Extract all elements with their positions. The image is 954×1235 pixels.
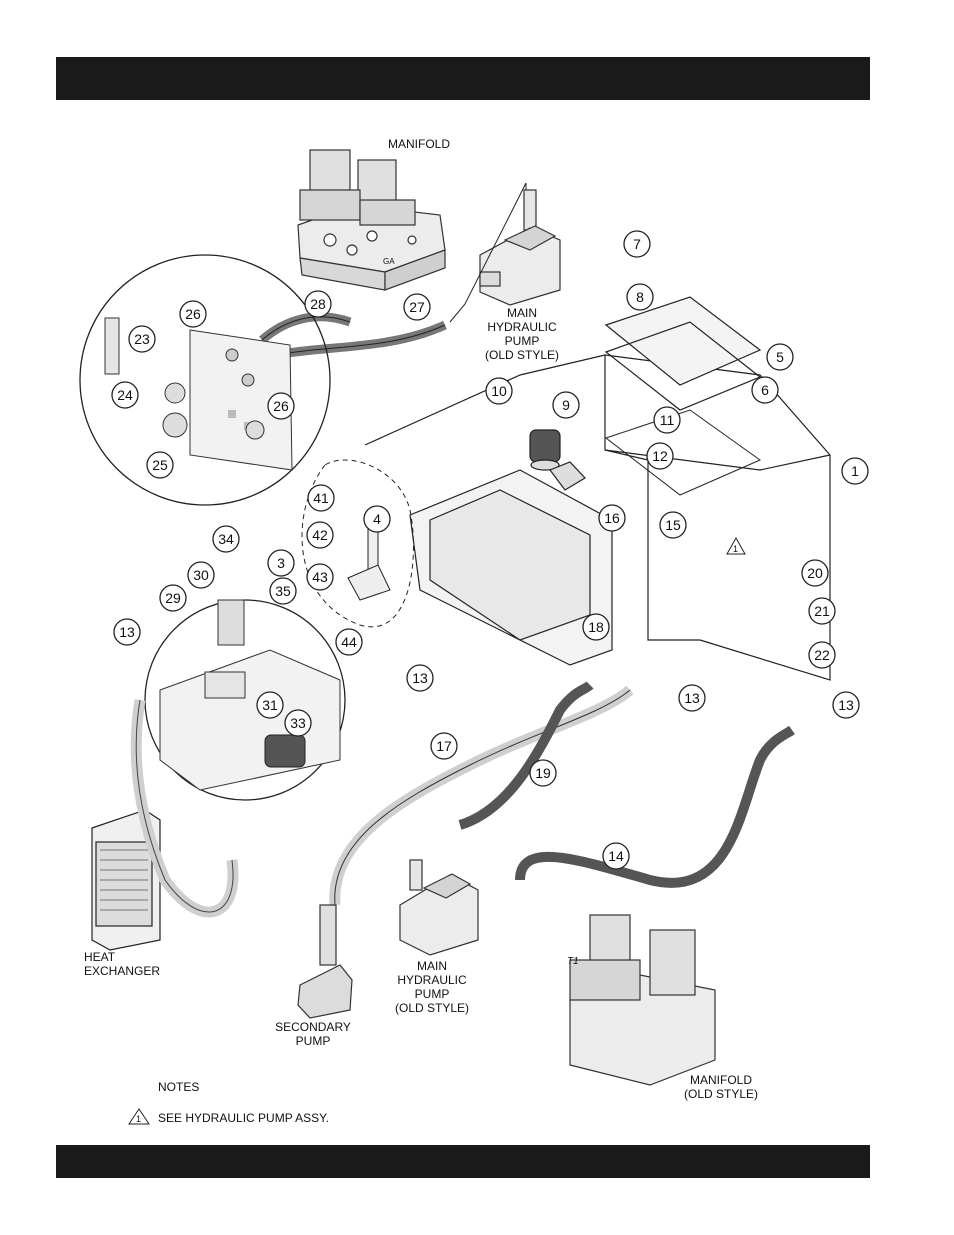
tank-gasket (606, 410, 760, 495)
callout-number: 19 (535, 765, 551, 781)
callout-number: 7 (633, 236, 641, 252)
callout-number: 14 (608, 848, 624, 864)
tank-tray (410, 470, 612, 665)
main-pump-bottom-label: MAIN HYDRAULIC PUMP (OLD STYLE) (395, 959, 469, 1015)
manifold-top-label: MANIFOLD (388, 137, 450, 151)
manifold-bottom-label: MANIFOLD (OLD STYLE) (684, 1073, 758, 1101)
callout-number: 18 (588, 619, 604, 635)
note-1-text: SEE HYDRAULIC PUMP ASSY. (158, 1111, 329, 1125)
svg-text:MANIFOLD: MANIFOLD (690, 1073, 752, 1087)
svg-text:HYDRAULIC: HYDRAULIC (487, 320, 557, 334)
callout-number: 21 (814, 603, 830, 619)
callout-number: 44 (341, 634, 357, 650)
main-pump-top-label: MAIN HYDRAULIC PUMP (OLD STYLE) (485, 306, 559, 362)
callout-number: 26 (185, 306, 201, 322)
svg-text:1: 1 (136, 1114, 141, 1124)
hose-28 (262, 317, 350, 340)
hose-14 (520, 730, 792, 883)
svg-text:PUMP: PUMP (505, 334, 540, 348)
callout-number: 31 (262, 697, 278, 713)
callout-number: 13 (838, 697, 854, 713)
svg-text:HEAT: HEAT (84, 950, 116, 964)
callout-number: 27 (409, 299, 425, 315)
callout-number: 25 (152, 457, 168, 473)
callout-number: 17 (436, 738, 452, 754)
callout-number: 33 (290, 715, 306, 731)
callout-number: 13 (119, 624, 135, 640)
callout-number: 20 (807, 565, 823, 581)
svg-text:(OLD STYLE): (OLD STYLE) (485, 348, 559, 362)
secondary-pump (298, 905, 352, 1018)
callout-number: 1 (851, 463, 859, 479)
svg-text:HYDRAULIC: HYDRAULIC (397, 973, 467, 987)
callout-number: 34 (218, 531, 234, 547)
callout-number: 26 (273, 398, 289, 414)
svg-text:MAIN: MAIN (417, 959, 447, 973)
callout-number: 6 (761, 382, 769, 398)
callout-number: 8 (636, 289, 644, 305)
manifold-top (298, 150, 445, 290)
callout-number: 41 (313, 490, 329, 506)
main-pump-bottom (400, 860, 478, 955)
part-4-bracket (348, 528, 390, 600)
filter-detail-circle (145, 600, 345, 800)
svg-text:(OLD STYLE): (OLD STYLE) (395, 1001, 469, 1015)
callout-number: 4 (373, 511, 381, 527)
port-ga-label: GA (383, 257, 395, 266)
callout-number: 22 (814, 647, 830, 663)
callout-number: 28 (310, 296, 326, 312)
callout-number: 13 (412, 670, 428, 686)
svg-text:MAIN: MAIN (507, 306, 537, 320)
callout-number: 30 (193, 567, 209, 583)
svg-text:PUMP: PUMP (296, 1034, 331, 1048)
hose-16 (335, 690, 630, 905)
gauge-detail-circle (80, 255, 330, 505)
callout-number: 43 (312, 569, 328, 585)
callout-number: 16 (604, 510, 620, 526)
callout-number: 15 (665, 517, 681, 533)
main-pump-top (480, 190, 560, 305)
svg-text:PUMP: PUMP (415, 987, 450, 1001)
hose-27 (275, 325, 445, 355)
heat-exchanger-label: HEAT EXCHANGER (84, 950, 160, 978)
callout-number: 24 (117, 387, 133, 403)
callout-number: 9 (562, 397, 570, 413)
tank-cover (606, 297, 760, 410)
callout-number: 42 (312, 527, 328, 543)
callout-number: 3 (277, 555, 285, 571)
callout-number: 23 (134, 331, 150, 347)
notes-heading: NOTES (158, 1080, 199, 1094)
callout-number: 12 (652, 448, 668, 464)
port-t1-label: T1 (567, 956, 579, 967)
callout-number: 11 (660, 412, 675, 428)
svg-text:1: 1 (733, 544, 738, 554)
svg-text:EXCHANGER: EXCHANGER (84, 964, 160, 978)
callout-number: 5 (776, 349, 784, 365)
callout-number: 13 (684, 690, 700, 706)
callout-number: 35 (275, 583, 291, 599)
manifold-bottom (570, 915, 715, 1085)
svg-text:SECONDARY: SECONDARY (275, 1020, 351, 1034)
callout-number: 29 (165, 590, 181, 606)
secondary-pump-label: SECONDARY PUMP (275, 1020, 351, 1048)
svg-text:(OLD STYLE): (OLD STYLE) (684, 1087, 758, 1101)
callout-number: 10 (491, 383, 507, 399)
